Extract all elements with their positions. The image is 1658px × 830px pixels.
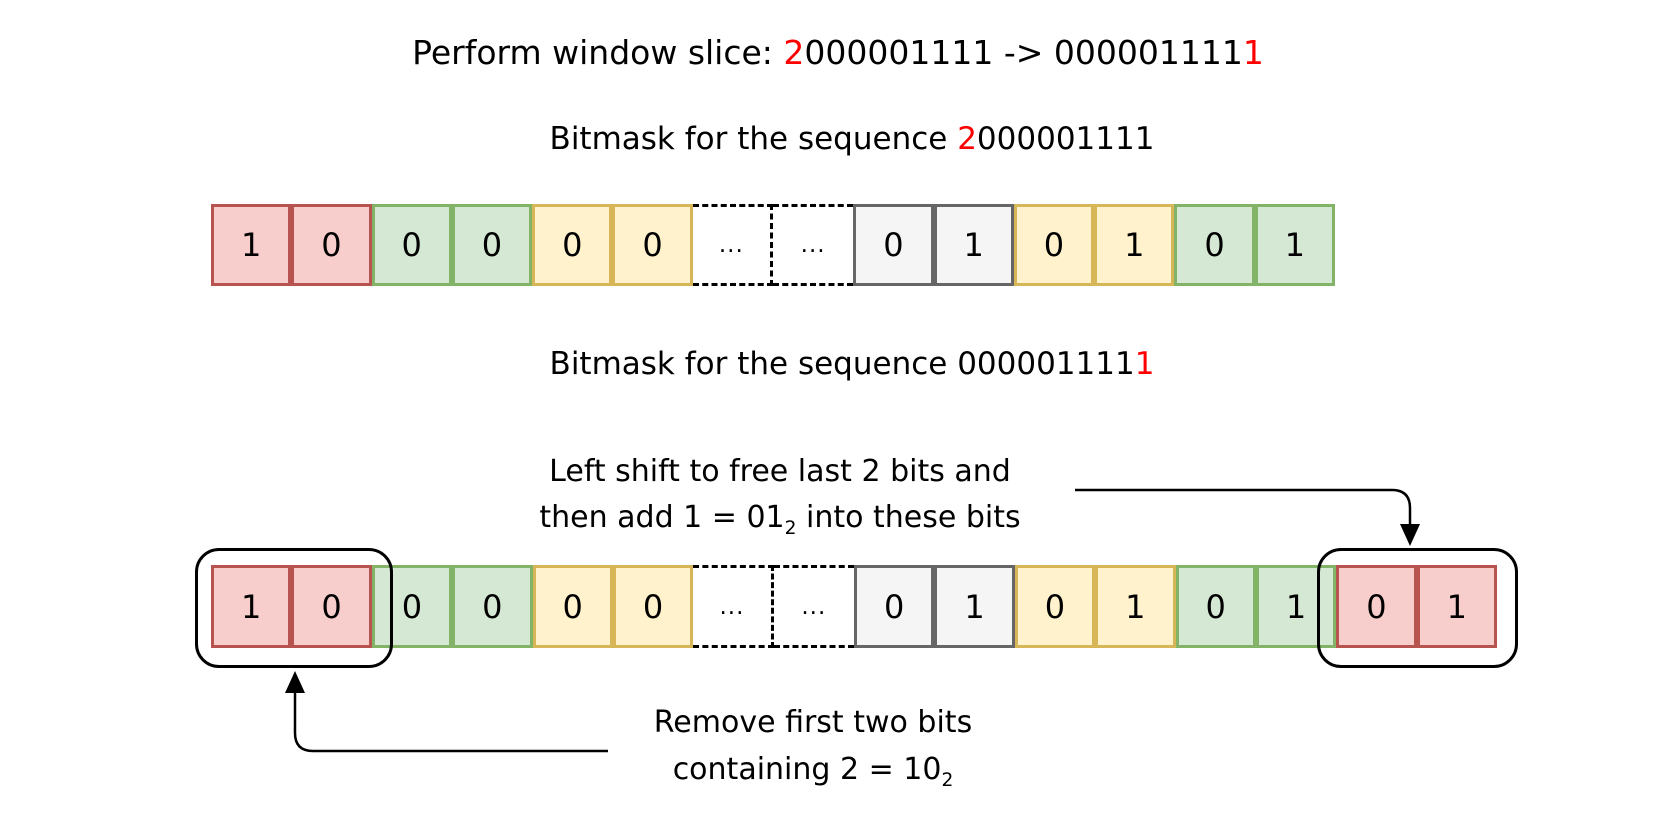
highlighted-text: 2 [957,121,977,157]
arrowhead-up-icon [285,671,305,693]
bit-cell-dashed: ... [693,565,774,648]
annotation-left-shift: Left shift to free last 2 bits and then … [539,449,1020,552]
bit-cell-green: 0 [1174,204,1255,286]
bit-cell-gray: 1 [933,204,1014,286]
text-segment: 000001111 [957,346,1135,382]
annotation-remove-line2: containing 2 = 102 [654,746,972,804]
bit-cell-gray: 0 [853,204,934,286]
text-segment: containing 2 = 10 [672,752,942,787]
annotation-left-shift-line1: Left shift to free last 2 bits and [539,449,1020,495]
last-two-bits-outline [1317,548,1518,668]
text-segment: Left shift to free last 2 bits and [549,454,1011,489]
arrowhead-down-icon [1400,524,1420,546]
text-segment: Bitmask for the sequence [549,121,958,157]
first-two-bits-outline [195,548,393,668]
text-segment: 000001111 [976,121,1155,157]
text-segment: 2 [941,770,954,791]
highlighted-text: 1 [1134,346,1155,382]
bit-cell-green: 0 [451,204,533,286]
bit-cell-dashed: ... [773,204,854,286]
bit-cell-green: 0 [452,565,533,648]
annotation-remove-line1: Remove first two bits [654,699,972,746]
subtitle-sequence-after: Bitmask for the sequence 0000011111 [550,346,1155,382]
bit-cell-yellow: 0 [612,565,694,648]
text-segment: Remove first two bits [653,705,973,740]
bit-cell-dashed: ... [773,565,854,648]
annotation-left-shift-line2: then add 1 = 012 into these bits [539,495,1020,552]
bit-cell-gray: 0 [854,565,935,648]
bit-cell-yellow: 0 [532,565,613,648]
bit-cell-green: 0 [371,204,452,286]
subtitle-sequence-before: Bitmask for the sequence 2000001111 [550,121,1155,157]
arrow-to-last-bits [1075,488,1420,546]
arrow-to-first-bits [285,671,608,753]
text-segment: 000001111 [804,33,994,72]
annotation-remove: Remove first two bits containing 2 = 102 [654,699,972,804]
bit-cell-red: 0 [291,565,372,648]
bit-cell-yellow: 0 [1013,204,1095,286]
text-segment: 2 [784,518,797,539]
bit-cell-dashed: ... [692,204,773,286]
text-segment: Bitmask for the sequence [549,346,958,382]
bit-cell-yellow: 0 [532,204,613,286]
bit-cell-yellow: 0 [612,204,693,286]
bit-cell-red: 0 [291,204,372,286]
highlighted-text: 2 [783,33,805,72]
bit-cell-green: 0 [1175,565,1256,648]
bit-cell-green: 1 [1255,565,1337,648]
text-segment: Perform window slice: [412,33,784,72]
bit-cell-red: 1 [211,204,292,286]
bit-cell-yellow: 0 [1014,565,1096,648]
bit-cell-green: 0 [371,565,453,648]
bit-cell-red: 1 [1416,565,1497,648]
text-segment: into these bits [796,500,1021,535]
bit-cell-red: 0 [1336,565,1417,648]
highlighted-text: 1 [1242,33,1264,72]
bit-cell-yellow: 1 [1094,204,1175,286]
diagram-title: Perform window slice: 2000001111 -> 0000… [412,33,1264,72]
bit-cell-yellow: 1 [1095,565,1176,648]
bit-cell-gray: 1 [934,565,1015,648]
bit-cell-green: 1 [1254,204,1335,286]
text-segment: 000001111 [1053,33,1243,72]
text-segment: then add 1 = 01 [539,500,785,535]
text-segment: -> [993,33,1054,72]
bit-cell-red: 1 [211,565,292,648]
